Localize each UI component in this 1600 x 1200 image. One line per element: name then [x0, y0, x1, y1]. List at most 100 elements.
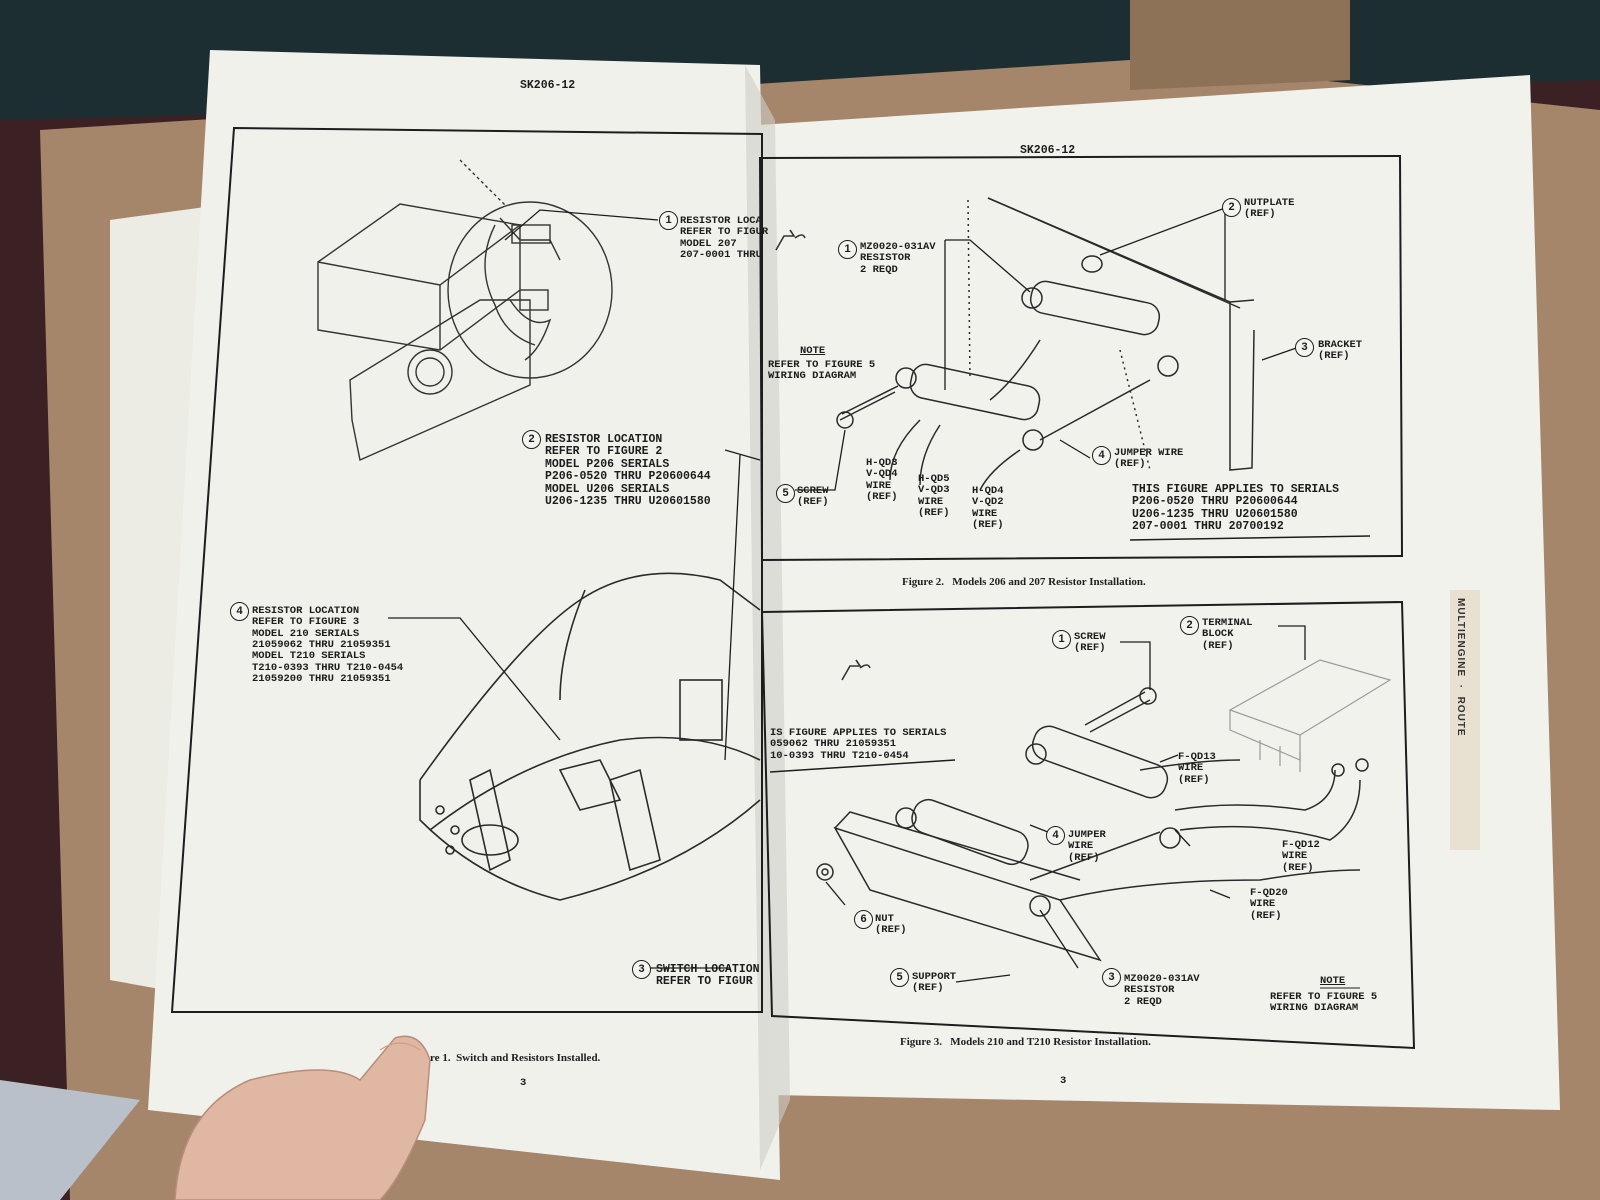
callout-line: MZ0020-031AV	[1124, 973, 1200, 985]
callout-line: (REF)	[1318, 350, 1350, 363]
wire-line: (REF)	[972, 518, 1004, 531]
left-page-header: SK206-12	[520, 79, 576, 92]
callout-line: REFER TO FIGUR	[680, 226, 769, 239]
callout-line: REFER TO FIGURE 2	[545, 445, 663, 459]
callout-line: U206-1235 THRU U20601580	[545, 495, 711, 509]
callout-line: (REF)	[797, 496, 829, 509]
wire-line: (REF)	[918, 506, 950, 519]
fig2-applies-to-serials: THIS FIGURE APPLIES TO SERIALS P206-0520…	[1132, 483, 1340, 534]
callout-line: (REF)	[1244, 208, 1276, 221]
wire-line: WIRE	[1282, 850, 1308, 863]
left-callout-3: SWITCH LOCATION REFER TO FIGUR	[656, 963, 760, 989]
left-callout-4-number: 4	[230, 602, 249, 621]
fig2-note: REFER TO FIGURE 5 WIRING DIAGRAM	[768, 359, 876, 383]
callout-line: JUMPER WIRE	[1114, 447, 1184, 459]
callout-line: 21059062 THRU 21059351	[252, 638, 391, 651]
callout-line: 21059200 THRU 21059351	[252, 672, 391, 685]
fig2-callout-4: JUMPER WIRE (REF)	[1114, 447, 1184, 471]
wire-line: WIRE	[866, 479, 892, 492]
fig2-callout-1-number: 1	[838, 240, 857, 259]
wire-line: H-QD4	[972, 485, 1004, 497]
fig2-callout-1: MZ0020-031AV RESISTOR 2 REQD	[860, 241, 936, 276]
callout-line: SCREW	[797, 485, 829, 497]
callout-line: (REF)	[1068, 851, 1100, 864]
fig2-callout-3: BRACKET (REF)	[1318, 339, 1362, 363]
figure-2-caption: Figure 2. Models 206 and 207 Resistor In…	[902, 576, 1146, 588]
callout-line: MODEL T210 SERIALS	[252, 650, 366, 663]
note-line: REFER TO FIGURE 5	[768, 359, 876, 371]
fig3-callout-2-number: 2	[1180, 616, 1199, 635]
callout-line: 207-0001 THRU	[680, 248, 762, 261]
wire-line: V-QD2	[972, 496, 1004, 509]
fig2-callout-5: SCREW (REF)	[797, 485, 829, 509]
note-line: REFER TO FIGURE 5	[1270, 991, 1378, 1003]
applies-line: U206-1235 THRU U20601580	[1132, 507, 1298, 521]
fig3-callout-3-number: 3	[1102, 968, 1121, 987]
left-callout-3-number: 3	[632, 960, 651, 979]
callout-line: SWITCH LOCATION	[656, 963, 760, 976]
applies-line: THIS FIGURE APPLIES TO SERIALS	[1132, 483, 1340, 496]
wire-line: WIRE	[1178, 762, 1204, 775]
callout-line: 2 REQD	[1124, 995, 1162, 1008]
applies-line: IS FIGURE APPLIES TO SERIALS	[770, 727, 947, 739]
fig3-callout-5-number: 5	[890, 968, 909, 987]
fig3-callout-3: MZ0020-031AV RESISTOR 2 REQD	[1124, 973, 1200, 1008]
left-page-number: 3	[520, 1077, 527, 1089]
fig3-callout-4: JUMPER WIRE (REF)	[1068, 829, 1106, 864]
callout-line: JUMPER	[1068, 829, 1106, 841]
fig3-wire-20-label: F-QD20 WIRE (REF)	[1250, 887, 1288, 922]
left-callout-4: RESISTOR LOCATION REFER TO FIGURE 3 MODE…	[252, 605, 403, 685]
right-page-number: 3	[1060, 1075, 1067, 1087]
fig3-callout-6: NUT (REF)	[875, 913, 907, 937]
wire-line: H-QD5	[918, 473, 950, 485]
callout-line: (REF)	[1074, 642, 1106, 655]
fig3-wire-13-label: F-QD13 WIRE (REF)	[1178, 751, 1216, 786]
callout-line: SCREW	[1074, 631, 1106, 643]
callout-line: RESISTOR LOCATION	[545, 433, 663, 446]
fig3-applies-to-serials: IS FIGURE APPLIES TO SERIALS 059062 THRU…	[770, 727, 947, 762]
callout-line: MODEL P206 SERIALS	[545, 457, 670, 471]
note-line: WIRING DIAGRAM	[1270, 1002, 1359, 1015]
callout-line: RESISTOR	[860, 252, 911, 265]
fig3-callout-5: SUPPORT (REF)	[912, 971, 957, 995]
figure-3-caption: Figure 3. Models 210 and T210 Resistor I…	[900, 1036, 1151, 1048]
callout-line: RESISTOR	[1124, 984, 1175, 997]
callout-line: (REF)	[1202, 639, 1234, 652]
wire-line: WIRE	[918, 495, 944, 508]
fig2-callout-2-number: 2	[1222, 198, 1241, 217]
left-callout-2-number: 2	[522, 430, 541, 449]
wire-line: (REF)	[1250, 909, 1282, 922]
callout-line: SUPPORT	[912, 971, 957, 983]
fig3-note: REFER TO FIGURE 5 WIRING DIAGRAM	[1270, 991, 1378, 1015]
callout-line: RESISTOR LOCA	[680, 215, 762, 227]
callout-line: MODEL U206 SERIALS	[545, 482, 670, 496]
callout-line: RESISTOR LOCATION	[252, 605, 360, 617]
callout-line: 2 REQD	[860, 263, 898, 276]
fig3-callout-6-number: 6	[854, 910, 873, 929]
callout-line: (REF)	[912, 982, 944, 995]
wire-line: WIRE	[1250, 898, 1276, 911]
wire-line: V-QD4	[866, 468, 898, 481]
callout-line: (REF)	[875, 924, 907, 937]
fig2-callout-4-number: 4	[1092, 446, 1111, 465]
left-callout-1-number: 1	[659, 211, 678, 230]
wire-line: F-QD13	[1178, 751, 1216, 763]
left-callout-2: RESISTOR LOCATION REFER TO FIGURE 2 MODE…	[545, 433, 711, 509]
fig3-note-title: NOTE	[1320, 975, 1346, 987]
wire-line: V-QD3	[918, 484, 950, 497]
applies-line: P206-0520 THRU P20600644	[1132, 495, 1298, 509]
callout-line: REFER TO FIGURE 3	[252, 616, 360, 629]
applies-line: 207-0001 THRU 20700192	[1132, 520, 1284, 534]
fig3-callout-1-number: 1	[1052, 630, 1071, 649]
applies-line: 059062 THRU 21059351	[770, 738, 897, 751]
wire-line: F-QD12	[1282, 839, 1320, 851]
callout-line: NUTPLATE	[1244, 197, 1295, 209]
fig2-wire-label-c: H-QD4 V-QD2 WIRE (REF)	[972, 485, 1004, 531]
fig3-callout-2: TERMINAL BLOCK (REF)	[1202, 617, 1252, 652]
wire-line: (REF)	[1178, 773, 1210, 786]
fig2-callout-3-number: 3	[1295, 338, 1314, 357]
callout-line: MODEL 210 SERIALS	[252, 627, 360, 640]
fig2-wire-label-b: H-QD5 V-QD3 WIRE (REF)	[918, 473, 950, 519]
wire-line: F-QD20	[1250, 887, 1288, 899]
